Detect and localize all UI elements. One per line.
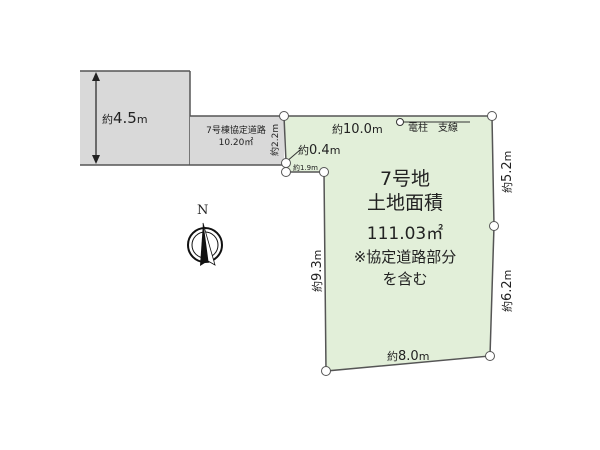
neighbor-block bbox=[80, 71, 190, 165]
corner-diagonal-dimension: 約0.4m bbox=[298, 143, 341, 158]
road-width-dimension: 約2.2m bbox=[271, 123, 281, 156]
road-area: 10.20㎡ bbox=[218, 138, 254, 148]
right-lower-dimension: 約6.2m bbox=[500, 269, 515, 312]
compass-north-label: N bbox=[197, 203, 209, 218]
neighbor-height-dimension: 約4.5m bbox=[102, 109, 148, 127]
vertex-markers bbox=[279, 111, 499, 376]
lot-name: 7号地 bbox=[379, 168, 431, 190]
bottom-edge-dimension: 約8.0m bbox=[387, 349, 430, 364]
north-compass-icon bbox=[187, 222, 223, 266]
left-edge-dimension: 約9.3m bbox=[310, 249, 325, 292]
agreement-road bbox=[190, 116, 284, 165]
right-upper-dimension: 約5.2m bbox=[500, 150, 515, 193]
top-edge-dimension: 約10.0m bbox=[332, 122, 383, 137]
lot-note-line2: を含む bbox=[382, 270, 428, 288]
utility-pole-label: 電柱 支線 bbox=[408, 123, 458, 134]
lot-area-label: 土地面積 bbox=[366, 192, 443, 214]
lot-note-line1: ※協定道路部分 bbox=[353, 248, 457, 266]
utility-pole-icon bbox=[396, 118, 404, 126]
lot-area-value: 111.03㎡ bbox=[366, 224, 444, 244]
height-arrow bbox=[92, 72, 100, 164]
road-label: 7号棟協定道路 bbox=[206, 126, 266, 136]
small-edge-dimension: 約1.9m bbox=[293, 164, 318, 172]
